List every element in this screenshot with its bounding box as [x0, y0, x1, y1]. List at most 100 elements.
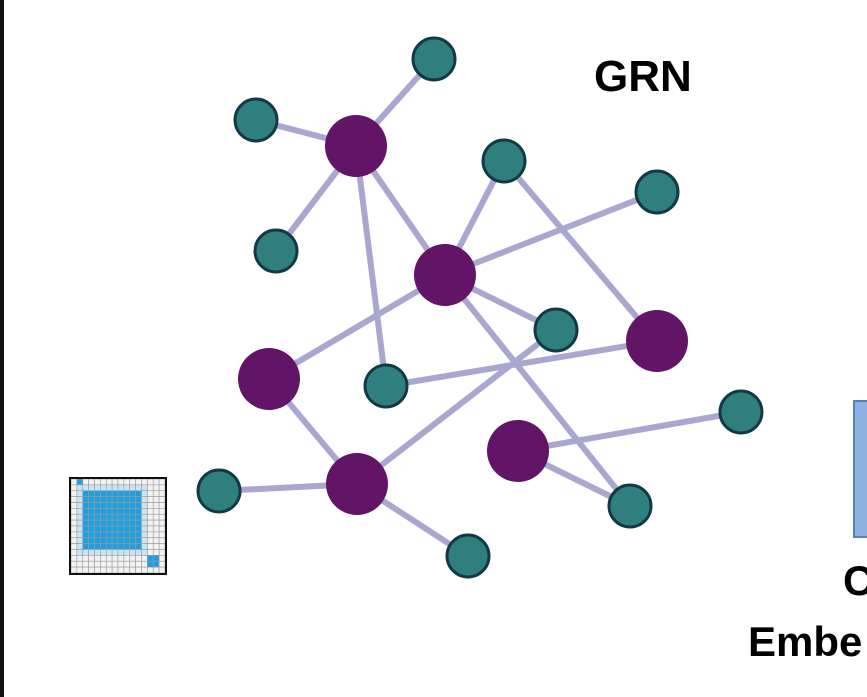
matrix-cell	[105, 531, 113, 539]
matrix-cell	[111, 513, 119, 521]
matrix-cell	[129, 508, 136, 515]
matrix-cell	[88, 513, 95, 521]
matrix-cell	[71, 508, 78, 515]
matrix-cell	[129, 555, 136, 562]
matrix-cell	[141, 560, 148, 568]
matrix-cell	[135, 496, 142, 503]
matrix-cell	[129, 484, 136, 492]
matrix-cell	[100, 502, 107, 509]
matrix-cell	[117, 555, 125, 562]
edge-hub-b-hub-d	[267, 272, 447, 382]
adjacency-matrix-icon	[69, 477, 167, 575]
matrix-cell	[88, 525, 95, 533]
matrix-cell	[76, 531, 84, 539]
matrix-cell	[100, 490, 107, 497]
matrix-cell	[76, 537, 84, 544]
matrix-cell	[158, 502, 165, 509]
matrix-cell	[100, 537, 107, 544]
matrix-cell	[129, 537, 136, 544]
matrix-cell	[111, 496, 119, 503]
matrix-cell	[94, 566, 101, 573]
matrix-cell	[123, 531, 131, 539]
matrix-cell	[88, 490, 95, 497]
matrix-cell	[117, 490, 125, 497]
matrix-cell	[158, 549, 165, 556]
matrix-cell	[123, 490, 131, 497]
matrix-cell	[117, 519, 125, 527]
matrix-cell	[94, 531, 101, 539]
matrix-cell	[82, 543, 89, 550]
matrix-cell	[100, 479, 107, 486]
matrix-cell	[94, 543, 101, 550]
matrix-cell	[135, 490, 142, 497]
embedding-label-line1: C	[843, 557, 867, 604]
matrix-cell	[158, 543, 165, 550]
matrix-cell	[88, 560, 95, 568]
matrix-cell	[82, 549, 89, 556]
matrix-cell	[141, 543, 148, 550]
leaf-node-leaf-6	[363, 363, 409, 409]
matrix-cell	[158, 479, 165, 486]
matrix-cell	[129, 549, 136, 556]
matrix-cell	[117, 502, 125, 509]
matrix-cell	[123, 525, 131, 533]
matrix-cell	[100, 531, 107, 539]
matrix-cell	[129, 496, 136, 503]
matrix-cell	[71, 560, 78, 568]
hub-node-hub-b	[414, 244, 476, 306]
matrix-cell	[76, 566, 84, 573]
matrix-cell	[141, 566, 148, 573]
matrix-cell	[71, 555, 78, 562]
leaf-node-leaf-9	[196, 468, 242, 514]
matrix-cell	[117, 496, 125, 503]
matrix-cell	[76, 479, 84, 486]
matrix-cell	[141, 502, 148, 509]
matrix-cell	[129, 513, 136, 521]
matrix-cell	[152, 555, 160, 562]
matrix-cell	[111, 537, 119, 544]
matrix-cell	[141, 479, 148, 486]
matrix-cell	[123, 508, 131, 515]
edge-hub-a-leaf-6	[353, 145, 389, 387]
matrix-cell	[123, 484, 131, 492]
hub-node-hub-c	[626, 310, 688, 372]
matrix-cell	[71, 519, 78, 527]
matrix-cell	[88, 508, 95, 515]
matrix-cell	[141, 513, 148, 521]
matrix-cell	[135, 543, 142, 550]
matrix-cell	[135, 502, 142, 509]
matrix-cell	[158, 537, 165, 544]
matrix-cell	[152, 560, 160, 568]
hub-node-hub-a	[325, 115, 387, 177]
matrix-cell	[100, 496, 107, 503]
matrix-cell	[71, 537, 78, 544]
matrix-cell	[152, 549, 160, 556]
matrix-cell	[88, 531, 95, 539]
matrix-cell	[111, 484, 119, 492]
matrix-cell	[82, 525, 89, 533]
matrix-cell	[76, 525, 84, 533]
matrix-cell	[117, 549, 125, 556]
matrix-cell	[105, 566, 113, 573]
edge-hub-f-leaf-10	[517, 409, 742, 454]
matrix-cell	[88, 496, 95, 503]
matrix-cell	[147, 519, 154, 527]
matrix-cell	[82, 484, 89, 492]
matrix-cell	[82, 508, 89, 515]
matrix-cell	[88, 502, 95, 509]
matrix-cell	[123, 496, 131, 503]
matrix-cell	[111, 479, 119, 486]
matrix-cell	[117, 531, 125, 539]
matrix-cell	[152, 479, 160, 486]
matrix-cell	[100, 519, 107, 527]
matrix-cell	[152, 531, 160, 539]
matrix-cell	[135, 566, 142, 573]
matrix-cell	[141, 525, 148, 533]
matrix-cell	[76, 490, 84, 497]
matrix-cell	[158, 484, 165, 492]
matrix-cell	[94, 555, 101, 562]
matrix-cell	[82, 496, 89, 503]
matrix-cell	[123, 549, 131, 556]
matrix-cell	[152, 513, 160, 521]
